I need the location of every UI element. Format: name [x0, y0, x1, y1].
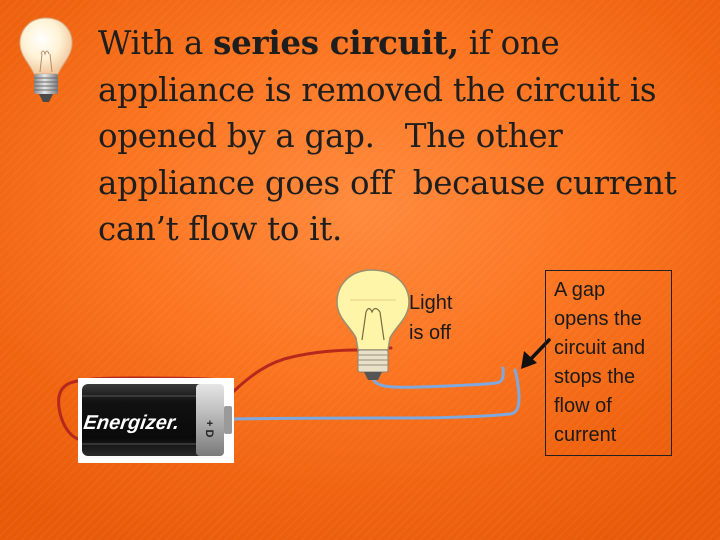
battery-image: Energizer. + D [82, 384, 232, 456]
callout-line-2: opens the [554, 308, 642, 330]
bulb-status-label: Light is off [409, 288, 479, 348]
lightbulb-drawing [336, 269, 410, 380]
bulb-label-line-1: Light [409, 292, 453, 314]
battery-brand: Energizer. [82, 412, 181, 434]
text-line-4: appliance goes off because current [98, 163, 677, 202]
callout-line-1: A gap [554, 279, 606, 301]
slide-body-text: With a series circuit, if one appliance … [98, 20, 708, 253]
bulb-wire [371, 366, 505, 389]
bulb-label-line-2: is off [409, 322, 451, 344]
callout-line-3: circuit and [554, 337, 646, 359]
text-line-2: appliance is removed the circuit is [98, 70, 657, 109]
text-line-3: opened by a gap. The other [98, 117, 563, 155]
battery-cell-marking: + D [203, 420, 215, 437]
callout-line-4: stops the [554, 366, 636, 388]
text-line-1: With a series circuit, if one [98, 23, 560, 62]
text-line-5: can’t flow to it. [98, 210, 343, 248]
callout-line-6: current [554, 424, 617, 446]
series-circuit-term: series circuit, [213, 23, 459, 62]
lightbulb-icon [19, 17, 73, 102]
callout-line-5: flow of [554, 395, 612, 417]
battery: Energizer. + D [78, 378, 234, 463]
right-wire [231, 368, 521, 421]
gap-callout-box: A gap opens the circuit and stops the fl… [545, 270, 672, 456]
